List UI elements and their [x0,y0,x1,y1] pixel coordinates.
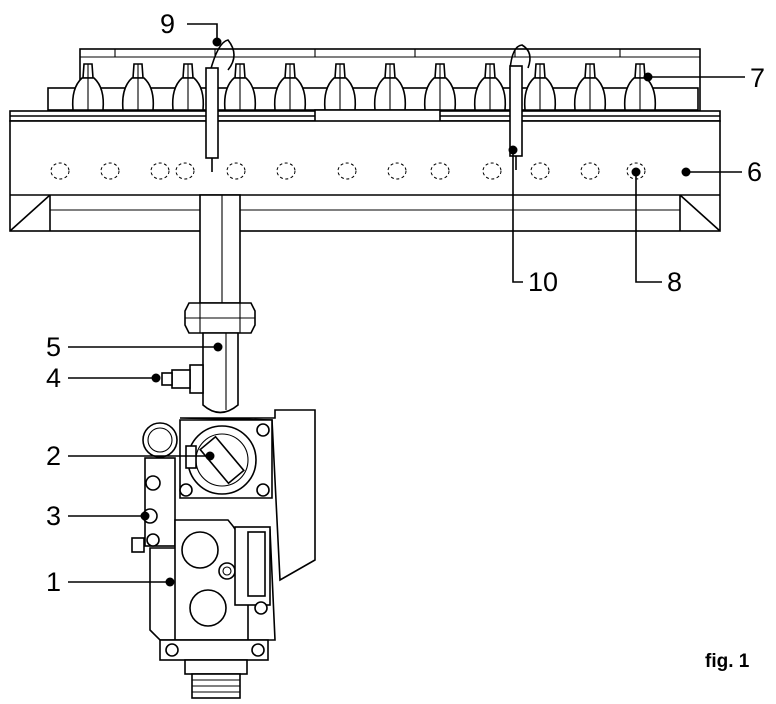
burner-hole [530,162,550,180]
burner-hole [337,162,357,180]
burner-hole [580,162,600,180]
injector-nozzle [473,63,507,140]
callout-10: 10 [508,145,558,297]
burner-body [9,109,721,232]
callout-label-4: 4 [46,363,61,393]
injector-nozzle [223,63,257,140]
callout-3: 3 [46,501,150,531]
pressure-test-point [161,364,204,394]
burner-hole [175,162,195,180]
burner-hole [482,162,502,180]
callout-label-7: 7 [750,63,765,93]
callout-label-1: 1 [46,567,61,597]
callout-label-3: 3 [46,501,61,531]
burner-hole [387,162,407,180]
callout-label-5: 5 [46,332,61,362]
burner-hole [276,162,296,180]
callout-5: 5 [46,332,223,362]
injector-nozzle [623,63,657,140]
callout-label-10: 10 [528,267,558,297]
figure-label: fig. 1 [705,651,750,672]
callout-4: 4 [46,363,161,393]
callout-label-9: 9 [160,9,175,39]
callout-9: 9 [160,9,222,47]
burner-hole [100,162,120,180]
burner-hole [150,162,170,180]
detection-electrode [509,44,531,170]
callout-7: 7 [643,63,765,93]
callout-6: 6 [681,157,762,187]
injector-row [71,63,657,140]
burner-hole [430,162,450,180]
callout-label-8: 8 [667,267,682,297]
gas-valve [131,409,316,699]
gas-supply-pipe [184,194,256,414]
ignition-electrode [205,39,235,172]
burner-hole [226,162,246,180]
callout-label-2: 2 [46,441,61,471]
callout-2: 2 [46,441,215,471]
injector-nozzle [171,63,205,140]
callout-label-6: 6 [747,157,762,187]
callout-8: 8 [631,167,682,297]
burner-hole [50,162,70,180]
callout-1: 1 [46,567,175,597]
